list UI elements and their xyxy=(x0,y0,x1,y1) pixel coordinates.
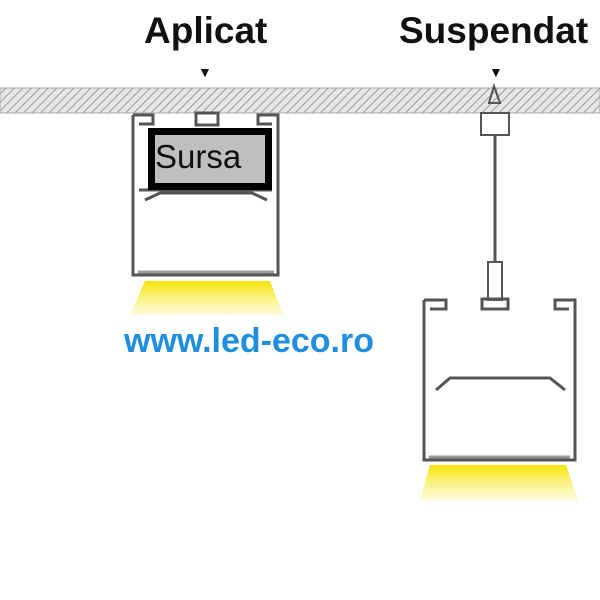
suspended-profile xyxy=(422,297,577,462)
arrow-down-icon: ▼ xyxy=(198,64,212,80)
light-beam xyxy=(420,465,578,500)
ceiling xyxy=(0,87,600,114)
watermark: www.led-eco.ro xyxy=(124,322,375,360)
arrow-down-icon: ▼ xyxy=(489,64,503,80)
label-surface: Aplicat xyxy=(144,10,268,51)
label-suspended: Suspendat xyxy=(399,10,589,51)
driver-label: Sursa xyxy=(155,138,242,175)
light-beam xyxy=(130,281,283,315)
suspension-kit xyxy=(480,82,510,301)
